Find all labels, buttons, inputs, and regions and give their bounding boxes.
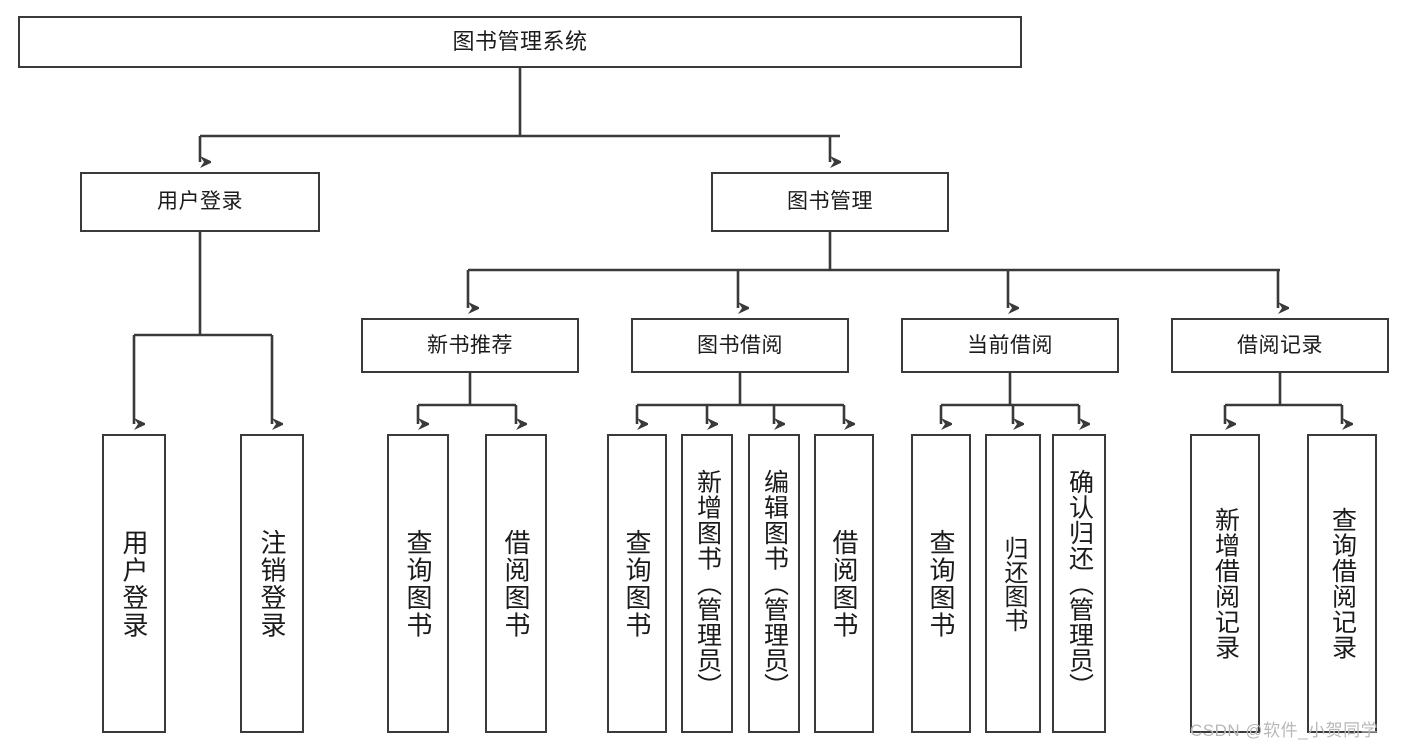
node-book-manage[interactable]: 图书管理 xyxy=(711,172,949,232)
node-root-label: 图书管理系统 xyxy=(452,28,588,54)
node-leaf-query-book-recommend-label: 查询图书 xyxy=(403,528,434,639)
node-leaf-borrow-book-borrow-label: 借阅图书 xyxy=(829,528,860,639)
node-leaf-query-book-borrow[interactable]: 查询图书 xyxy=(607,434,667,733)
node-borrow-record-label: 借阅记录 xyxy=(1237,333,1323,357)
node-leaf-query-book-borrow-label: 查询图书 xyxy=(622,528,653,639)
node-leaf-edit-book[interactable]: 编辑图书（管理员） xyxy=(748,434,800,733)
node-borrow-record[interactable]: 借阅记录 xyxy=(1171,318,1389,373)
node-new-book-recommend[interactable]: 新书推荐 xyxy=(361,318,579,373)
node-new-book-recommend-label: 新书推荐 xyxy=(427,333,513,357)
node-leaf-confirm-return-label: 确认归还（管理员） xyxy=(1065,468,1094,699)
node-leaf-return-book[interactable]: 归还图书 xyxy=(985,434,1041,733)
node-leaf-add-borrow-record-label: 新增借阅记录 xyxy=(1211,507,1240,660)
node-leaf-query-borrow-record[interactable]: 查询借阅记录 xyxy=(1307,434,1377,733)
node-book-borrow[interactable]: 图书借阅 xyxy=(631,318,849,373)
node-leaf-confirm-return[interactable]: 确认归还（管理员） xyxy=(1052,434,1106,733)
node-leaf-user-logout-label: 注销登录 xyxy=(257,528,288,639)
node-root[interactable]: 图书管理系统 xyxy=(18,16,1022,68)
node-leaf-user-login-label: 用户登录 xyxy=(119,528,150,639)
node-leaf-query-borrow-record-label: 查询借阅记录 xyxy=(1328,507,1357,660)
node-leaf-borrow-book-borrow[interactable]: 借阅图书 xyxy=(814,434,874,733)
node-user-login[interactable]: 用户登录 xyxy=(80,172,320,232)
node-leaf-edit-book-label: 编辑图书（管理员） xyxy=(760,468,789,699)
node-current-borrow-label: 当前借阅 xyxy=(967,333,1053,357)
node-leaf-return-book-label: 归还图书 xyxy=(999,535,1027,632)
csdn-watermark: CSDN @软件_小贺同学 xyxy=(1190,721,1379,740)
node-book-manage-label: 图书管理 xyxy=(787,190,873,214)
node-leaf-borrow-book-recommend[interactable]: 借阅图书 xyxy=(485,434,547,733)
node-leaf-user-logout[interactable]: 注销登录 xyxy=(240,434,304,733)
node-leaf-add-book[interactable]: 新增图书（管理员） xyxy=(681,434,733,733)
node-leaf-query-book-recommend[interactable]: 查询图书 xyxy=(387,434,449,733)
node-leaf-user-login[interactable]: 用户登录 xyxy=(102,434,166,733)
node-leaf-query-book-current[interactable]: 查询图书 xyxy=(911,434,971,733)
node-leaf-add-borrow-record[interactable]: 新增借阅记录 xyxy=(1190,434,1260,733)
node-leaf-query-book-current-label: 查询图书 xyxy=(926,528,957,639)
node-user-login-label: 用户登录 xyxy=(157,190,243,214)
node-book-borrow-label: 图书借阅 xyxy=(697,333,783,357)
node-current-borrow[interactable]: 当前借阅 xyxy=(901,318,1119,373)
node-leaf-add-book-label: 新增图书（管理员） xyxy=(693,468,722,699)
node-leaf-borrow-book-recommend-label: 借阅图书 xyxy=(501,528,532,639)
